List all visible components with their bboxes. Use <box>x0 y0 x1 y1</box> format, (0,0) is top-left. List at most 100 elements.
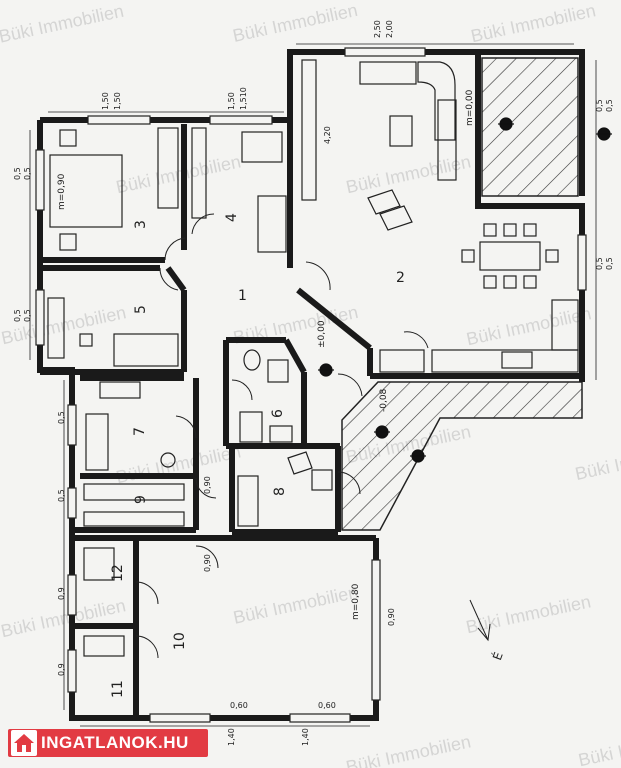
toilet-room6 <box>243 349 261 371</box>
north-label: É <box>489 650 506 662</box>
room-number-10: 10 <box>172 632 188 650</box>
dim-label: 0,5 <box>57 489 66 502</box>
chair <box>523 275 537 289</box>
dimension-labels: 1,50 1,50 1,50 1,510 2,50 2,00 4,20 0,5 … <box>13 20 614 746</box>
window-bath7-left <box>67 404 77 446</box>
window-dining-right <box>577 234 587 291</box>
ingatlanok-logo[interactable]: INGATLANOK.HU <box>8 729 208 757</box>
window-room9-left <box>67 487 77 519</box>
room-number-4: 4 <box>224 213 240 222</box>
terrace-bottom <box>341 381 583 531</box>
dim-label: 0,5 <box>23 167 32 180</box>
dim-label: 0,5 <box>13 167 22 180</box>
chair <box>545 249 559 263</box>
level-bed3: m=0,90 <box>57 173 67 210</box>
kitchen-sink <box>501 351 533 369</box>
window-living-top <box>344 47 426 57</box>
sofa-room8 <box>237 475 259 527</box>
door-kitchen <box>403 331 429 349</box>
door-room5 <box>159 267 179 291</box>
window-garage-bottom-a <box>149 713 211 723</box>
dim-label: 0,90 <box>387 608 396 626</box>
dim-label: 2,50 <box>373 20 382 38</box>
logo-text: INGATLANOK.HU <box>41 733 189 752</box>
section-markers <box>318 117 612 463</box>
watermark: Büki Immobilien <box>114 441 242 487</box>
level-window: m=0,00 <box>465 89 475 126</box>
sofa-living-curve <box>417 61 456 141</box>
window-garage-bottom-b <box>289 713 351 723</box>
watermark: Büki Immobilien <box>231 582 359 628</box>
door-terrace <box>337 373 363 397</box>
dim-label: 1,50 <box>113 92 122 110</box>
washbasin-room7 <box>99 381 141 399</box>
room-number-12: 12 <box>110 564 126 582</box>
dim-label: 0,60 <box>230 701 248 710</box>
dim-label: 1,40 <box>301 728 310 746</box>
bed-room3-pillow <box>59 233 77 251</box>
north-arrow-icon <box>469 599 489 641</box>
door-room6 <box>231 379 253 401</box>
bed-room4 <box>257 195 287 253</box>
room-number-6: 6 <box>270 409 286 418</box>
window-bed3-left <box>35 149 45 211</box>
door-room3 <box>164 237 186 261</box>
sofa-living <box>359 61 417 85</box>
shower-room6 <box>267 359 289 383</box>
wardrobe-room4 <box>191 127 207 219</box>
cabinet-room11 <box>83 635 125 657</box>
room-number-11: 11 <box>110 680 126 698</box>
house-icon <box>11 730 37 756</box>
toilet-room7 <box>160 452 176 468</box>
terrace-hatch <box>341 57 583 531</box>
armchair-living <box>367 189 401 215</box>
level-main: ±0,00 <box>317 320 327 348</box>
door-room7 <box>175 415 197 439</box>
bed-room3-pillow <box>59 129 77 147</box>
door-room11 <box>135 635 159 659</box>
armchair-room8 <box>311 469 333 491</box>
bathtub-room6 <box>239 411 263 443</box>
wardrobe-room5 <box>47 297 65 359</box>
terrace-top-right <box>481 57 579 197</box>
door-room12 <box>135 581 159 605</box>
furniture <box>47 59 579 657</box>
dim-label: 1,50 <box>227 92 236 110</box>
armchair-living <box>379 205 413 231</box>
watermark: Büki Immobilien <box>344 151 472 197</box>
dim-label: 0,90 <box>203 554 212 572</box>
wardrobe-room3 <box>157 127 179 209</box>
dim-label: 0,90 <box>203 476 212 494</box>
room-number-8: 8 <box>272 487 288 496</box>
chair <box>523 223 537 237</box>
dim-label: 1,50 <box>101 92 110 110</box>
washbasin-room6 <box>269 425 293 443</box>
watermark: Büki Immobilien <box>577 724 621 768</box>
room-number-1: 1 <box>238 288 247 304</box>
window-bed5-left <box>35 289 45 346</box>
outer-wall-top-right <box>478 49 585 196</box>
window-bed3 <box>87 115 151 125</box>
door-living <box>305 261 331 291</box>
kitchen-island <box>379 349 425 373</box>
room-number-3: 3 <box>133 220 149 229</box>
door-room8 <box>337 471 361 495</box>
wall-hall-diag-right <box>296 287 372 351</box>
dim-label: 0,5 <box>595 99 604 112</box>
dim-label: 0,5 <box>605 257 614 270</box>
desk-room4 <box>241 131 283 163</box>
dim-label: 0,60 <box>318 701 336 710</box>
chair <box>503 275 517 289</box>
dim-label: 0,9 <box>57 663 66 676</box>
dim-label: 0,5 <box>595 257 604 270</box>
watermark: Büki Immobilien <box>0 1 125 47</box>
fireplace <box>301 59 317 201</box>
wall-room6-diag <box>283 338 307 374</box>
wall-hall-left <box>165 266 187 292</box>
doors <box>135 213 429 659</box>
room-number-7: 7 <box>132 427 148 436</box>
cabinet-room12 <box>83 547 115 581</box>
bed-room3 <box>49 154 123 228</box>
kitchen-counter <box>431 349 579 373</box>
